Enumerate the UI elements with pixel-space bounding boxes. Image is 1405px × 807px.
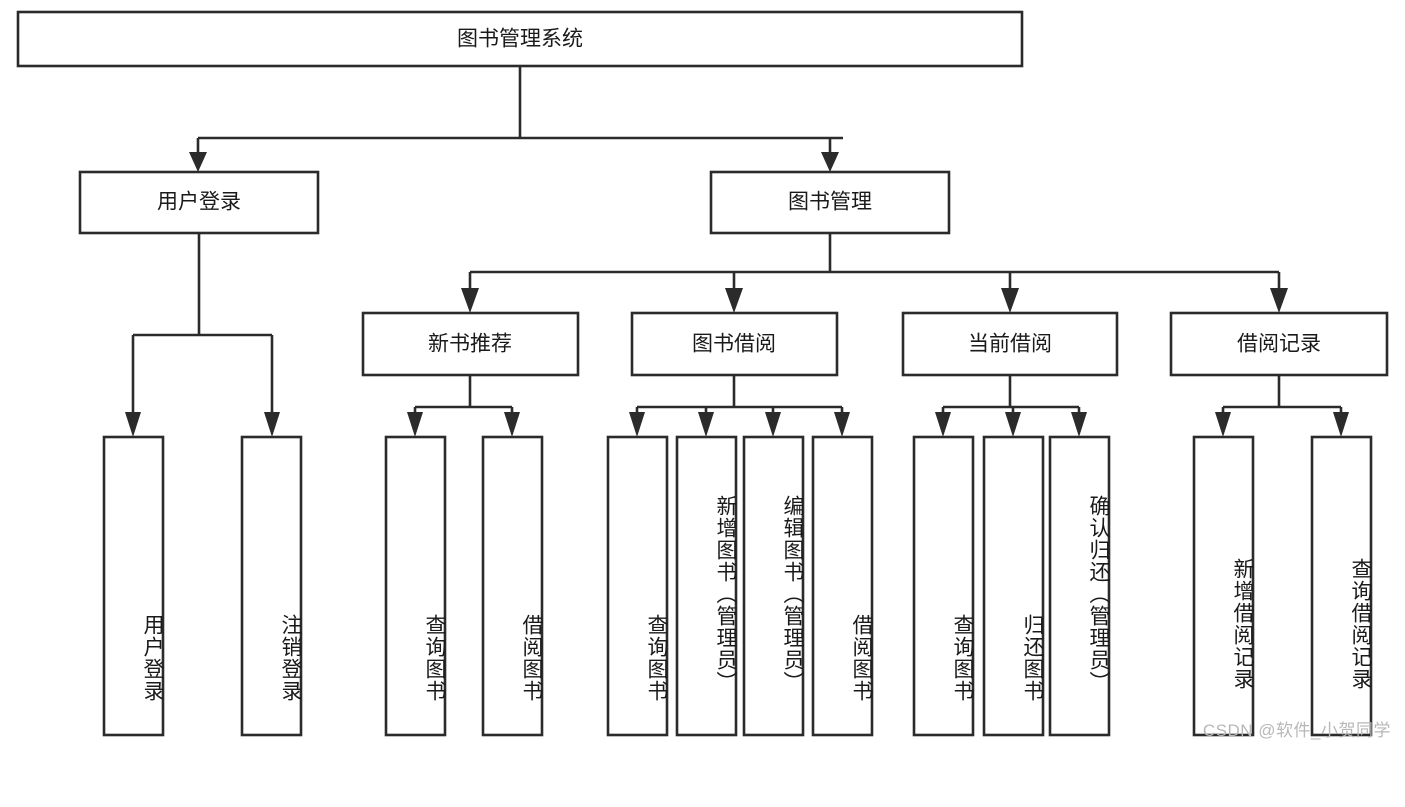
leaf-confirm-return-box[interactable] (1048, 435, 1111, 737)
current-borrow-box[interactable] (901, 311, 1119, 377)
leaf-query-book-1-box[interactable] (384, 435, 447, 737)
leaf-add-book-box[interactable] (675, 435, 738, 737)
arrow-head-leaf-query-book-2 (629, 412, 645, 437)
leaf-borrow-book-2-box[interactable] (811, 435, 874, 737)
arrow-head-book-borrow (725, 288, 743, 313)
current-borrow-label: 当前借阅 (968, 333, 1052, 356)
arrow-head-leaf-return-book (1005, 412, 1021, 437)
node-current-borrow[interactable]: 当前借阅 (901, 311, 1119, 377)
tree-diagram-svg: 图书管理系统 用户登录 图书管理 (16, 10, 1389, 737)
arrow-head-leaf-logout (264, 412, 280, 437)
leaf-logout-box[interactable] (240, 435, 303, 737)
arrow-head-leaf-add-book (698, 412, 714, 437)
connector-new-book-recommend-to-leaves (407, 375, 520, 437)
user-login-label: 用户登录 (157, 191, 241, 214)
arrow-head-leaf-borrow-book-2 (834, 412, 850, 437)
connector-user-login-to-leaves (125, 233, 280, 437)
leaf-query-book-3-box[interactable] (912, 435, 975, 737)
connector-borrow-record-to-leaves (1215, 375, 1349, 437)
arrow-head-current-borrow (1001, 288, 1019, 313)
new-book-recommend-box[interactable] (361, 311, 580, 377)
leaf-add-record-box[interactable] (1192, 435, 1255, 737)
root-box[interactable] (16, 10, 1024, 68)
node-book-borrow[interactable]: 图书借阅 (630, 311, 839, 377)
node-user-login[interactable]: 用户登录 (78, 170, 320, 235)
new-book-recommend-label: 新书推荐 (428, 333, 512, 356)
flowchart-diagram: 图书管理系统 用户登录 图书管理 (16, 10, 1391, 740)
arrow-head-leaf-borrow-book-1 (504, 412, 520, 437)
arrow-head-book-manage (821, 152, 839, 172)
arrow-head-leaf-query-book-3 (935, 412, 951, 437)
leaf-query-record-box[interactable] (1310, 435, 1373, 737)
arrow-head-leaf-query-book-1 (407, 412, 423, 437)
book-borrow-label: 图书借阅 (692, 333, 776, 356)
arrow-head-new-book-recommend (461, 288, 479, 313)
connector-current-borrow-to-leaves (935, 375, 1087, 437)
leaf-edit-book-box[interactable] (742, 435, 805, 737)
arrow-head-leaf-query-record (1333, 412, 1349, 437)
node-borrow-record[interactable]: 借阅记录 (1169, 311, 1389, 377)
csdn-watermark: CSDN @软件_小贺同学 (1202, 721, 1391, 740)
arrow-head-user-login (189, 152, 207, 172)
arrow-head-leaf-edit-book (765, 412, 781, 437)
leaf-query-book-2-box[interactable] (606, 435, 669, 737)
node-book-manage[interactable]: 图书管理 (709, 170, 951, 235)
arrow-head-leaf-user-login (125, 412, 141, 437)
root-label: 图书管理系统 (457, 28, 583, 51)
arrow-head-leaf-add-record (1215, 412, 1231, 437)
connector-root-to-level1 (189, 66, 843, 172)
arrow-head-leaf-confirm-return (1071, 412, 1087, 437)
node-new-book-recommend[interactable]: 新书推荐 (361, 311, 580, 377)
leaf-borrow-book-1-box[interactable] (481, 435, 544, 737)
connector-book-manage-to-level2 (461, 233, 1288, 313)
book-manage-box[interactable] (709, 170, 951, 235)
leaf-return-book-box[interactable] (982, 435, 1045, 737)
arrow-head-borrow-record (1270, 288, 1288, 313)
leaf-user-login-box[interactable] (102, 435, 165, 737)
connector-book-borrow-to-leaves (629, 375, 850, 437)
borrow-record-label: 借阅记录 (1237, 333, 1321, 356)
borrow-record-box[interactable] (1169, 311, 1389, 377)
book-manage-label: 图书管理 (788, 191, 872, 214)
book-borrow-box[interactable] (630, 311, 839, 377)
node-root[interactable]: 图书管理系统 (16, 10, 1024, 68)
